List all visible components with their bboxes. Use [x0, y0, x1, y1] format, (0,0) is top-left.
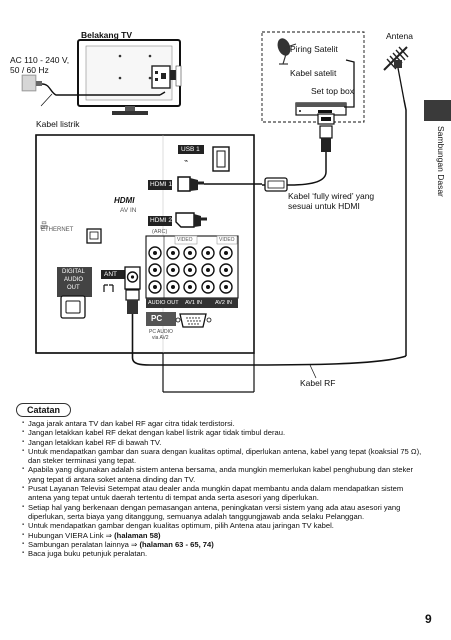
notes-list: Jaga jarak antara TV dan kabel RF agar c… [22, 419, 422, 559]
list-item: Pusat Layanan Televisi Setempat atau dea… [22, 484, 422, 503]
audio-out-label: AUDIO OUT [148, 300, 179, 306]
video-label-2: VIDEO [219, 237, 235, 243]
hdmi2-arc-label: (ARC) [152, 229, 168, 235]
av-in-label: AV IN [120, 207, 137, 214]
list-item: Jangan letakkan kabel RF dekat dengan ka… [22, 428, 422, 438]
ethernet-port [86, 228, 102, 244]
section-tab-marker [424, 100, 451, 121]
video-label-1: VIDEO [177, 237, 193, 243]
pc-port-label: PC [151, 314, 163, 323]
hdmi2-port-label: HDMI 2 [150, 217, 173, 224]
list-item: Baca juga buku petunjuk peralatan. [22, 549, 422, 559]
list-item: Jaga jarak antara TV dan kabel RF agar c… [22, 419, 422, 429]
av-input-block [145, 235, 239, 308]
diagram-graphics: ⌁ 品 [21, 31, 409, 393]
ant-port-label: ANT [104, 271, 117, 278]
list-item: Setiap hal yang berkenaan dengan pemasan… [22, 503, 422, 522]
tv-back-illustration [77, 39, 182, 115]
satellite-equipment-box [261, 31, 365, 123]
hdmi1-plug [177, 176, 204, 192]
set-top-box-illustration [295, 102, 347, 125]
usb-label-box [178, 145, 204, 154]
rf-cable-label: Kabel RF [300, 378, 336, 388]
section-tab-label: Sambungan Dasar [436, 126, 446, 197]
list-item: Untuk mendapatkan gambar dan suara denga… [22, 447, 422, 466]
ac-power-line1: AC 110 - 240 V, [10, 55, 70, 65]
hdmi2-port [175, 212, 195, 228]
tv-back-title: Belakang TV [81, 30, 133, 40]
antenna-label: Antena [386, 31, 413, 41]
hdmi1-label-box [148, 180, 172, 190]
ethernet-label: ETHERNET [41, 227, 74, 233]
power-cable-label: Kabel listrik [36, 119, 80, 129]
hdmi1-port-label: HDMI 1 [150, 181, 173, 188]
ant-label-box [101, 270, 125, 279]
satellite-dish-label: Piring Satelit [290, 44, 338, 54]
set-top-box-label: Set top box [311, 86, 355, 96]
av1-in-label: AV1 IN [185, 300, 203, 306]
list-item: Hubungan VIERA Link ⇒ (halaman 58) [22, 531, 422, 541]
list-item: Apabila yang digunakan adalah sistem ant… [22, 465, 422, 484]
hdmi-cable-illustration [262, 125, 333, 192]
hdmi-logo: HDMI [114, 196, 135, 205]
digital-audio-label-2: AUDIO [64, 277, 84, 283]
list-item: Sambungan peralatan lainnya ⇒ (halaman 6… [22, 540, 422, 550]
pc-audio-label-1: PC AUDIO [149, 329, 173, 335]
hdmi-cable-label-line2: sesuai untuk HDMI [288, 201, 360, 211]
usb-port-label: USB 1 [181, 146, 200, 153]
hdmi-cable-label-line1: Kabel ‘fully wired’ yang [288, 191, 375, 201]
pc-audio-label-2: via AV2 [152, 335, 169, 341]
antenna-illustration [383, 46, 409, 101]
digital-audio-label-box [57, 267, 92, 297]
power-plug-illustration [21, 74, 166, 107]
rf-cable [403, 99, 407, 356]
satellite-dish-illustration [277, 38, 297, 65]
digital-audio-port [60, 295, 86, 319]
notes-section: Catatan Jaga jarak antara TV dan kabel R… [16, 400, 422, 559]
list-item: Jangan letakkan kabel RF di bawah TV. [22, 438, 422, 448]
svg-text:⌁: ⌁ [184, 158, 188, 165]
av2-in-label: AV2 IN [215, 300, 233, 306]
satellite-cable-label: Kabel satelit [290, 68, 337, 78]
list-item: Untuk mendapatkan gambar dengan kualitas… [22, 521, 422, 531]
svg-text:品: 品 [40, 221, 48, 230]
ac-power-line2: 50 / 60 Hz [10, 65, 49, 75]
hdmi2-label-box [148, 216, 172, 226]
page-number: 9 [425, 612, 432, 626]
rf-cable-plug [125, 289, 140, 358]
digital-audio-label-1: DIGITAL [62, 269, 85, 275]
digital-audio-label-3: OUT [67, 285, 80, 291]
pc-vga-port [146, 312, 212, 328]
ant-port [124, 266, 141, 290]
notes-title: Catatan [16, 403, 72, 417]
